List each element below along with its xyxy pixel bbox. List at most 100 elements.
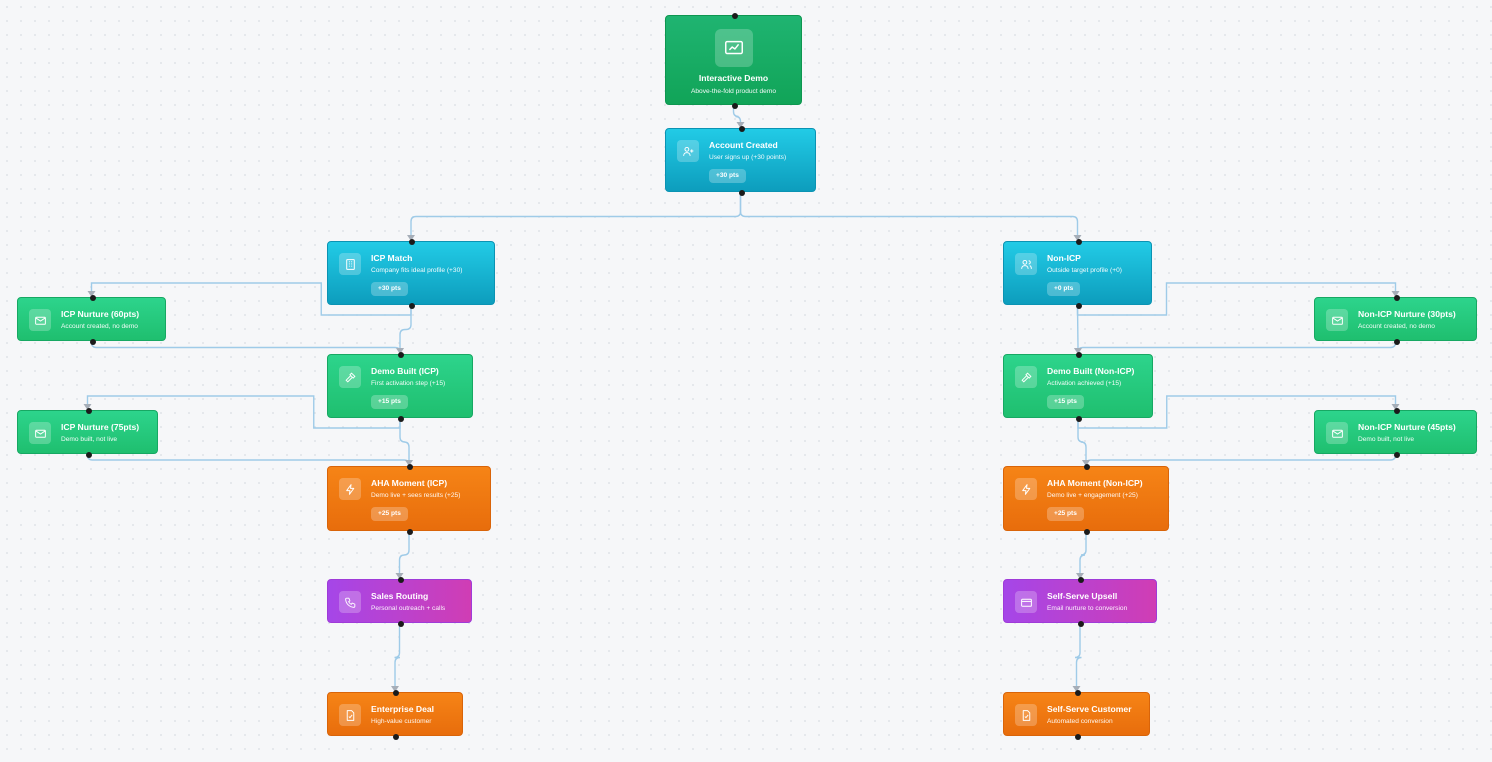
source-handle[interactable] [393, 734, 399, 740]
edge-icp-nurture-60-to-demo-built-icp[interactable] [90, 341, 401, 353]
node-aha-non-icp[interactable]: AHA Moment (Non-ICP)Demo live + engageme… [1003, 464, 1169, 535]
mail-icon [1331, 429, 1343, 438]
edge-non-icp-nurture-30-to-demo-built-non-icp[interactable] [1077, 341, 1397, 353]
source-handle[interactable] [409, 303, 415, 309]
edge-sales-routing-to-enterprise-deal[interactable] [394, 623, 401, 686]
node-title: Self-Serve Upsell [1047, 591, 1118, 601]
node-subtitle: High-value customer [371, 718, 432, 725]
target-handle[interactable] [407, 464, 413, 470]
node-non-icp-nurture-45[interactable]: Non-ICP Nurture (45pts)Demo built, not l… [1314, 408, 1477, 458]
edge-arrowhead [736, 122, 745, 128]
edge-aha-icp-to-sales-routing[interactable] [398, 531, 410, 573]
node-icon-wrap [29, 422, 51, 444]
edge-demo-built-non-icp-to-aha-non-icp[interactable] [1077, 418, 1087, 460]
node-title: Account Created [709, 140, 778, 150]
edge-non-icp-to-demo-built-non-icp[interactable] [1076, 304, 1079, 349]
node-subtitle: Demo built, not live [1358, 436, 1415, 443]
edge-arrowhead [395, 573, 404, 579]
node-title: AHA Moment (ICP) [371, 478, 448, 488]
target-handle[interactable] [1076, 352, 1082, 358]
source-handle[interactable] [89, 339, 96, 345]
node-title: Demo Built (Non-ICP) [1047, 366, 1135, 376]
target-handle[interactable] [1075, 239, 1082, 245]
node-title: ICP Nurture (60pts) [61, 309, 140, 319]
node-title: Enterprise Deal [371, 704, 435, 714]
points-badge: +15 pts [371, 395, 408, 409]
mail-icon [1331, 316, 1343, 325]
node-non-icp-nurture-30[interactable]: Non-ICP Nurture (30pts)Account created, … [1314, 295, 1477, 345]
edge-account-created-to-icp-match[interactable] [410, 192, 742, 235]
edge-self-serve-upsell-to-self-serve-customer[interactable] [1074, 623, 1082, 686]
target-handle[interactable] [1074, 690, 1081, 696]
node-subtitle: Email nurture to conversion [1047, 605, 1128, 612]
node-subtitle: Account created, no demo [61, 323, 138, 330]
source-handle[interactable] [1075, 303, 1082, 309]
edge-arrowhead [1073, 235, 1082, 241]
node-aha-icp[interactable]: AHA Moment (ICP)Demo live + sees results… [327, 464, 491, 535]
target-handle[interactable] [1084, 464, 1090, 470]
node-subtitle: Account created, no demo [1358, 323, 1435, 330]
points-badge: +15 pts [1047, 395, 1084, 409]
node-subtitle: Demo built, not live [61, 436, 118, 443]
source-handle[interactable] [1084, 529, 1090, 535]
node-icp-nurture-60[interactable]: ICP Nurture (60pts) Account created, no d… [17, 295, 166, 345]
source-handle[interactable] [407, 529, 413, 535]
edge-non-icp-nurture-45-to-aha-non-icp[interactable] [1085, 454, 1397, 466]
source-handle[interactable] [1393, 452, 1400, 458]
node-subtitle: Personal outreach + calls [371, 605, 446, 612]
source-handle[interactable] [398, 416, 404, 422]
node-icon-wrap [1015, 253, 1037, 275]
edge-arrowhead [1076, 573, 1084, 579]
lightning-icon [1021, 483, 1030, 495]
target-handle[interactable] [397, 577, 404, 583]
edge-arrowhead [1391, 291, 1400, 297]
node-title: Interactive Demo [698, 73, 769, 83]
building-icon [345, 258, 355, 270]
edge-icp-nurture-75-to-aha-icp[interactable] [86, 454, 410, 466]
source-handle[interactable] [1074, 734, 1081, 740]
lightning-icon [345, 483, 354, 495]
source-handle[interactable] [85, 452, 92, 458]
phone-icon [344, 597, 355, 608]
target-handle[interactable] [393, 690, 399, 696]
node-demo-built-icp[interactable]: Demo Built (ICP)First activation step (+… [327, 352, 473, 422]
edge-icp-match-to-demo-built-icp[interactable] [399, 305, 412, 348]
mail-icon [34, 429, 46, 438]
source-handle[interactable] [1078, 621, 1084, 627]
source-handle[interactable] [738, 190, 745, 196]
hammer-icon [1020, 371, 1032, 383]
source-handle[interactable] [397, 621, 404, 627]
node-icon-wrap [339, 704, 361, 726]
target-handle[interactable] [85, 408, 92, 414]
source-handle[interactable] [1393, 339, 1400, 345]
node-icon-wrap [677, 140, 699, 162]
target-handle[interactable] [738, 126, 745, 132]
node-demo-built-non-icp[interactable]: Demo Built (Non-ICP)Activation achieved … [1003, 352, 1153, 422]
target-handle[interactable] [89, 295, 96, 301]
edge-interactive-demo-to-account-created[interactable] [732, 105, 742, 122]
target-handle[interactable] [731, 13, 738, 19]
node-icp-nurture-75[interactable]: ICP Nurture (75pts)Demo built, not live [17, 408, 158, 458]
target-handle[interactable] [1393, 408, 1400, 414]
edge-account-created-to-non-icp[interactable] [739, 192, 1079, 235]
node-icon-wrap [1326, 309, 1348, 331]
target-handle[interactable] [1393, 295, 1400, 301]
source-handle[interactable] [731, 103, 738, 109]
edge-aha-non-icp-to-self-serve-upsell[interactable] [1079, 531, 1087, 573]
target-handle[interactable] [409, 239, 415, 245]
edge-demo-built-icp-to-aha-icp[interactable] [399, 418, 410, 460]
source-handle[interactable] [1076, 416, 1082, 422]
node-subtitle: Above-the-fold product demo [690, 88, 777, 95]
target-handle[interactable] [1078, 577, 1084, 583]
node-icon-wrap [339, 591, 361, 613]
target-handle[interactable] [398, 352, 404, 358]
